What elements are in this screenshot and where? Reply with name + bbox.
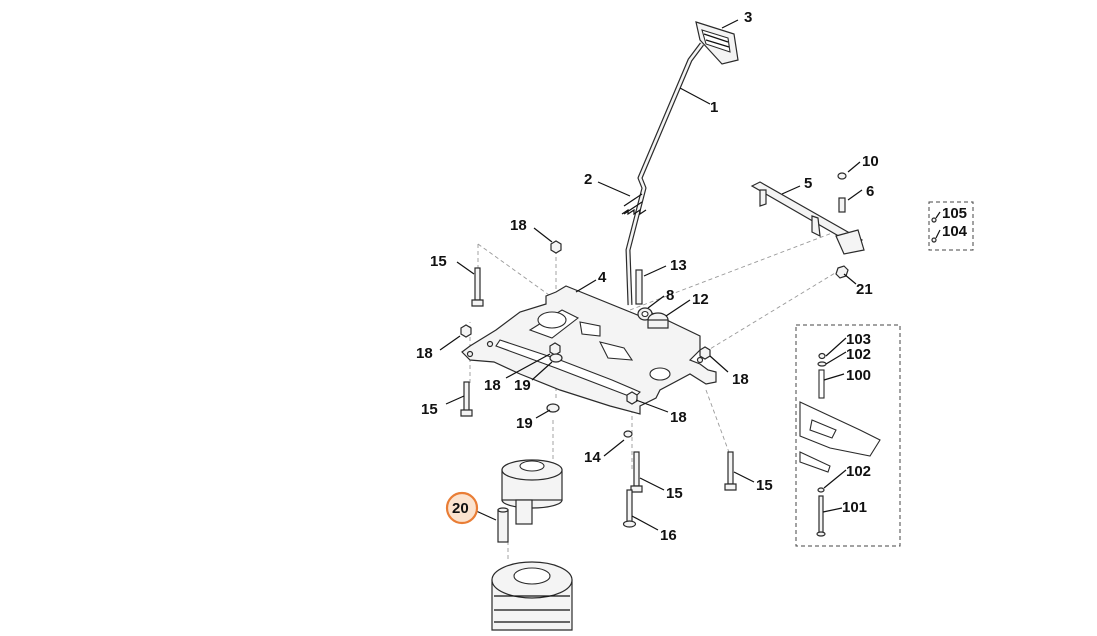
callout-1[interactable]: 1 — [710, 99, 718, 116]
detail-box-100-103 — [795, 324, 901, 547]
callout-4[interactable]: 4 — [598, 269, 607, 286]
callout-15-a[interactable]: 15 — [430, 253, 447, 270]
callout-10[interactable]: 10 — [862, 153, 879, 170]
callout-2[interactable]: 2 — [584, 171, 592, 188]
callout-16[interactable]: 16 — [660, 527, 677, 544]
upper-pulley — [501, 459, 563, 525]
callout-12[interactable]: 12 — [692, 291, 709, 308]
callout-19-b[interactable]: 19 — [516, 415, 533, 432]
callout-labels: 3 1 2 4 5 6 10 8 12 13 14 15 15 15 15 16… — [416, 9, 968, 544]
callout-15-b[interactable]: 15 — [421, 401, 438, 418]
callout-105[interactable]: 105 — [942, 205, 967, 222]
callout-6[interactable]: 6 — [866, 183, 874, 200]
callout-15-d[interactable]: 15 — [756, 477, 773, 494]
callout-15-c[interactable]: 15 — [666, 485, 683, 502]
callout-20[interactable]: 20 — [452, 500, 469, 517]
callout-21[interactable]: 21 — [856, 281, 873, 298]
callout-101[interactable]: 101 — [842, 499, 867, 516]
hardware-10-6-21 — [835, 172, 849, 279]
callout-100[interactable]: 100 — [846, 367, 871, 384]
hardware-8-12-13 — [635, 269, 669, 329]
spacer-part-20 — [497, 507, 509, 543]
highlight-ring-20 — [445, 491, 479, 525]
callout-18-a[interactable]: 18 — [510, 217, 527, 234]
callout-18-d[interactable]: 18 — [732, 371, 749, 388]
callout-13[interactable]: 13 — [670, 257, 687, 274]
callout-14[interactable]: 14 — [584, 449, 601, 466]
lower-clutch-pulley — [491, 561, 573, 631]
callout-102-b[interactable]: 102 — [846, 463, 871, 480]
pedal-rod-part-1 — [625, 42, 704, 306]
callout-5[interactable]: 5 — [804, 175, 812, 192]
pedal-pad-part-3 — [695, 21, 739, 65]
shaft-part-5 — [750, 181, 865, 255]
bolts-15-16 — [460, 267, 737, 528]
main-plate-part-4 — [461, 285, 717, 415]
callout-18-b[interactable]: 18 — [416, 345, 433, 362]
callout-103[interactable]: 103 — [846, 331, 871, 348]
callout-3[interactable]: 3 — [744, 9, 752, 26]
callout-102-a[interactable]: 102 — [846, 346, 871, 363]
callout-18-c[interactable]: 18 — [484, 377, 501, 394]
callout-8[interactable]: 8 — [666, 287, 674, 304]
callout-104[interactable]: 104 — [942, 223, 968, 240]
callout-19-a[interactable]: 19 — [514, 377, 531, 394]
callout-leader-lines — [439, 19, 941, 531]
detail-box-104-105 — [928, 201, 974, 251]
callout-18-e[interactable]: 18 — [670, 409, 687, 426]
nuts-and-washers — [460, 240, 711, 438]
spring-part-2 — [621, 193, 647, 216]
